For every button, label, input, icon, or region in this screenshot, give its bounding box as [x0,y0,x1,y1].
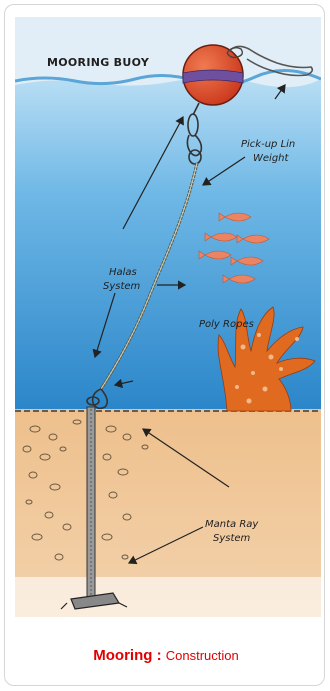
figure-caption: Mooring : Construction [4,647,325,665]
mooring-illustration: MOORING BUOY Pick-up Lin Weight Halas Sy… [15,17,321,617]
caption-subtitle: Construction [166,648,239,663]
poly-ropes-label: Poly Ropes [199,319,254,330]
caption-separator: : [152,647,165,664]
manta-system-label: System [213,533,250,544]
mooring-diagram-svg [15,17,321,617]
seabed-fade [15,577,321,617]
halas-system-label: System [103,281,140,292]
manta-ray-label: Manta Ray [205,519,258,530]
halas-label: Halas [109,267,137,278]
mooring-buoy [183,45,243,105]
caption-title: Mooring [93,647,152,664]
weight-label: Weight [253,153,288,164]
illustration-frame: MOORING BUOY Pick-up Lin Weight Halas Sy… [4,4,325,686]
mooring-buoy-label: MOORING BUOY [47,57,149,68]
pickup-line-label: Pick-up Lin [241,139,295,150]
